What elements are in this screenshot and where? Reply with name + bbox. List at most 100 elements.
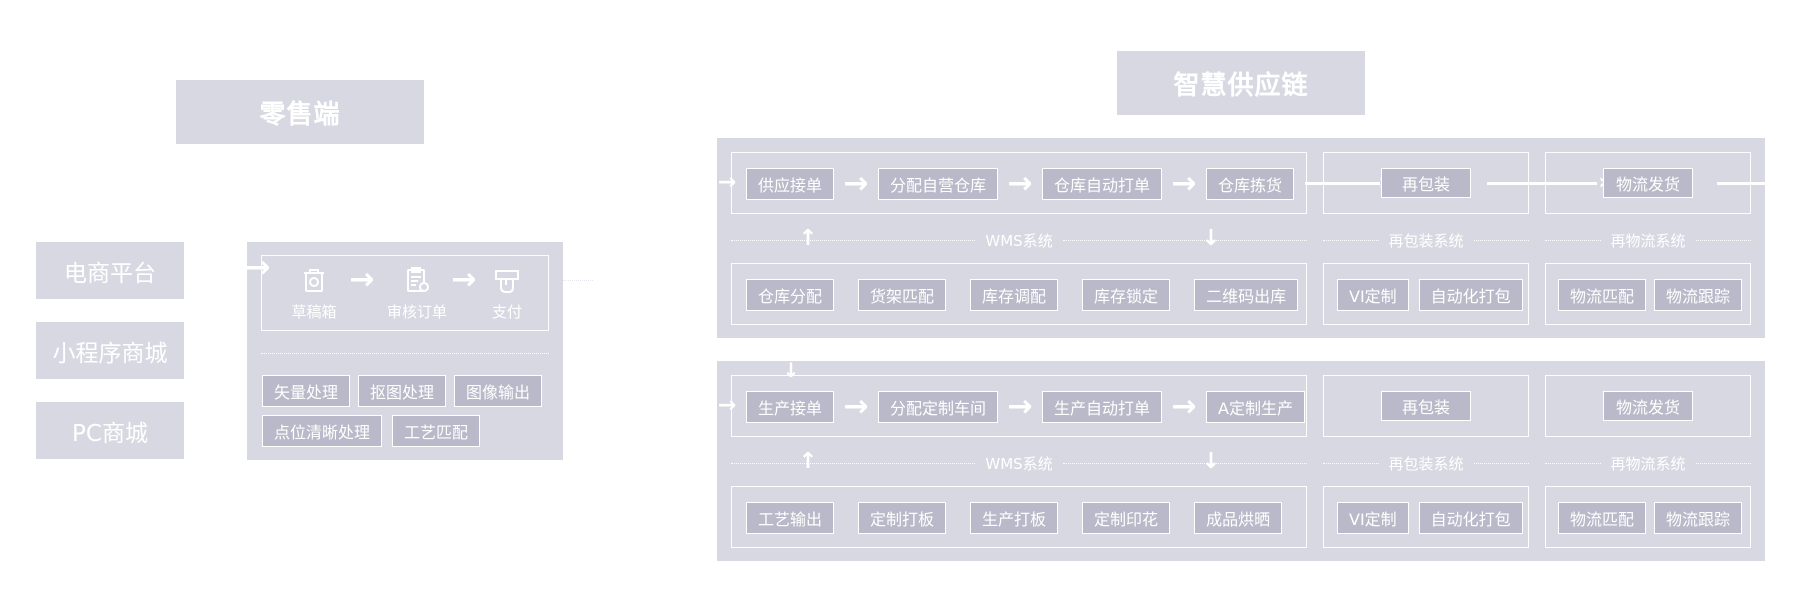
up-arrow: ↑	[798, 449, 818, 474]
down-arrow: ↓	[1201, 449, 1221, 474]
down-arrow: ↓	[1201, 226, 1221, 251]
flow-step[interactable]: 生产自动打单	[1042, 391, 1163, 423]
repack-step[interactable]: 再包装	[1381, 391, 1471, 421]
supply-lane-1: → 供应接单 → 分配自营仓库 → 仓库自动打单 → 仓库拣货 › 再包装 › …	[717, 138, 1765, 338]
repack-item[interactable]: 自动化打包	[1418, 502, 1523, 534]
repack-step[interactable]: 再包装	[1381, 168, 1471, 198]
tool-chip[interactable]: 点位清晰处理	[262, 415, 383, 447]
wms-frame	[731, 263, 1307, 325]
retail-title: 零售端	[176, 80, 424, 144]
tool-chip[interactable]: 工艺匹配	[392, 415, 481, 447]
logistics-system-label: 再物流系统	[1610, 454, 1686, 473]
divider	[261, 353, 549, 354]
wms-item[interactable]: 货架匹配	[858, 279, 947, 311]
tools-row: 点位清晰处理 工艺匹配	[262, 415, 481, 447]
clipboard-review-icon	[402, 265, 432, 295]
wms-item[interactable]: 定制印花	[1082, 502, 1171, 534]
tool-chip[interactable]: 抠图处理	[358, 375, 447, 407]
repack-item[interactable]: 自动化打包	[1418, 279, 1523, 311]
supply-lane-2: ↓ → 生产接单 → 分配定制车间 → 生产自动打单 → A定制生产 再包装 物…	[717, 358, 1765, 561]
flow-step[interactable]: 仓库拣货	[1206, 168, 1295, 200]
repack-label-row: 再包装系统	[1323, 230, 1530, 250]
flow-step[interactable]: 供应接单	[746, 168, 835, 200]
flow-arrow: →	[1171, 166, 1197, 201]
wms-item[interactable]: 成品烘晒	[1194, 502, 1283, 534]
connector-line	[1487, 182, 1597, 185]
logistics-item[interactable]: 物流匹配	[1558, 502, 1647, 534]
flow-step[interactable]: A定制生产	[1206, 391, 1305, 423]
flow-arrow: →	[1007, 389, 1033, 424]
flow-row: 供应接单 → 分配自营仓库 → 仓库自动打单 → 仓库拣货	[746, 166, 1295, 201]
logistics-step[interactable]: 物流发货	[1603, 391, 1693, 421]
connector-line	[1305, 182, 1380, 185]
trash-box-icon	[299, 265, 329, 295]
repack-item[interactable]: VI定制	[1337, 502, 1409, 534]
flow-arrow: →	[349, 262, 375, 297]
wms-items-row: 仓库分配 货架匹配 库存调配 库存锁定 二维码出库	[746, 279, 1299, 311]
entry-arrow: →	[245, 250, 271, 285]
flow-arrow: →	[843, 166, 869, 201]
flow-step[interactable]: 分配定制车间	[878, 391, 999, 423]
wms-label: WMS系统	[985, 231, 1053, 250]
logistics-items-row: 物流匹配 物流跟踪	[1558, 502, 1743, 534]
tool-chip[interactable]: 图像输出	[454, 375, 543, 407]
wms-label-row: WMS系统	[731, 230, 1308, 250]
repack-system-frame	[1323, 486, 1529, 548]
repack-label-row: 再包装系统	[1323, 453, 1530, 473]
flow-step[interactable]: 生产接单	[746, 391, 835, 423]
logistics-label-row: 再物流系统	[1545, 453, 1752, 473]
supply-title: 智慧供应链	[1117, 51, 1365, 115]
wms-label: WMS系统	[985, 454, 1053, 473]
repack-frame	[1323, 375, 1529, 437]
wms-item[interactable]: 二维码出库	[1194, 279, 1299, 311]
repack-system-frame	[1323, 263, 1529, 325]
retail-panel: → → → 草稿箱 审核订单 支付 矢量处理 抠图处理 图像输出 点位清晰处理 …	[245, 242, 563, 460]
logistics-step[interactable]: 物流发货	[1603, 168, 1693, 198]
flow-frame	[731, 375, 1307, 437]
entry-arrow: →	[717, 170, 737, 195]
wms-label-row: WMS系统	[731, 453, 1308, 473]
channel-pc-mall[interactable]: PC商城	[36, 402, 184, 459]
logistics-system-frame	[1545, 263, 1751, 325]
flow-arrow: ›	[1593, 168, 1613, 198]
flow-arrow: →	[843, 389, 869, 424]
flow-step[interactable]: 仓库自动打单	[1042, 168, 1163, 200]
wms-item[interactable]: 生产打板	[970, 502, 1059, 534]
tool-chip[interactable]: 矢量处理	[262, 375, 351, 407]
up-arrow: ↑	[798, 226, 818, 251]
repack-items-row: VI定制 自动化打包	[1337, 279, 1523, 311]
flow-step[interactable]: 分配自营仓库	[878, 168, 999, 200]
repack-system-label: 再包装系统	[1388, 231, 1464, 250]
logistics-item[interactable]: 物流匹配	[1558, 279, 1647, 311]
logistics-frame	[1545, 375, 1751, 437]
flow-label-drafts: 草稿箱	[291, 303, 337, 321]
order-flow-frame	[261, 255, 549, 331]
flow-label-review: 审核订单	[386, 303, 447, 321]
logistics-items-row: 物流匹配 物流跟踪	[1558, 279, 1743, 311]
entry-arrow: →	[717, 393, 737, 418]
wms-item[interactable]: 库存调配	[970, 279, 1059, 311]
wms-item[interactable]: 定制打板	[858, 502, 947, 534]
wms-item[interactable]: 仓库分配	[746, 279, 835, 311]
logistics-system-frame	[1545, 486, 1751, 548]
wms-items-row: 工艺输出 定制打板 生产打板 定制印花 成品烘晒	[746, 502, 1283, 534]
flow-arrow: →	[451, 262, 477, 297]
logistics-item[interactable]: 物流跟踪	[1654, 279, 1743, 311]
logistics-system-label: 再物流系统	[1610, 231, 1686, 250]
exit-line	[1717, 182, 1765, 185]
channel-ecommerce[interactable]: 电商平台	[36, 242, 184, 299]
repack-item[interactable]: VI定制	[1337, 279, 1409, 311]
wms-item[interactable]: 工艺输出	[746, 502, 835, 534]
connector-line	[563, 280, 593, 281]
flow-arrow: →	[1171, 389, 1197, 424]
repack-items-row: VI定制 自动化打包	[1337, 502, 1523, 534]
hand-payment-icon	[492, 265, 522, 295]
wms-item[interactable]: 库存锁定	[1082, 279, 1171, 311]
tools-row: 矢量处理 抠图处理 图像输出	[262, 375, 543, 407]
logistics-item[interactable]: 物流跟踪	[1654, 502, 1743, 534]
logistics-label-row: 再物流系统	[1545, 230, 1752, 250]
flow-label-pay: 支付	[491, 303, 522, 321]
wms-frame	[731, 486, 1307, 548]
repack-system-label: 再包装系统	[1388, 454, 1464, 473]
channel-miniprogram[interactable]: 小程序商城	[36, 322, 184, 379]
